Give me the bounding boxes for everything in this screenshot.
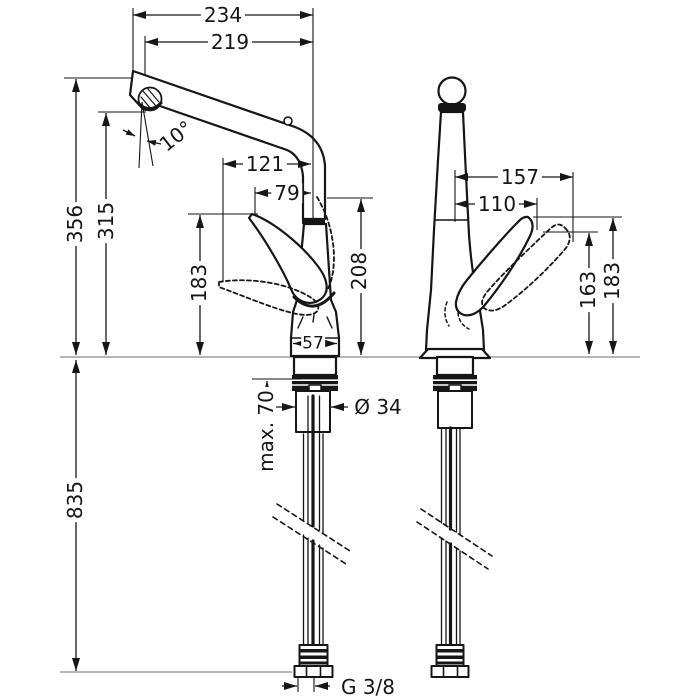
extension-lines: [64, 8, 622, 692]
dim-label-handle-reach-side-max: 157: [497, 167, 543, 187]
dim-label-handle-up-reach: 79: [271, 183, 303, 203]
front-handle: [247, 212, 328, 304]
dim-label-spout-reach: 219: [207, 32, 253, 52]
side-mount-neck: [435, 355, 475, 377]
side-hoses: [440, 426, 461, 647]
dim-label-spout-height: 315: [94, 198, 118, 244]
side-view-faucet: [416, 76, 571, 678]
front-handle-pivot: [292, 291, 336, 308]
side-handle-dashed: [444, 223, 571, 330]
front-aerator-icon: [137, 86, 163, 112]
dim-label-overall-width: 234: [200, 5, 246, 25]
dim-label-base-width: 57: [301, 333, 325, 354]
side-spout-outlet: [437, 76, 467, 106]
dim-label-handle-height-side: 163: [576, 267, 600, 313]
side-hose-break: [416, 508, 493, 570]
front-hose-break: [272, 503, 351, 565]
side-aerator-collar: [438, 103, 466, 112]
dim-label-connection-thread: G 3/8: [337, 677, 399, 697]
dim-label-handle-down-reach: 121: [242, 154, 288, 174]
front-thread-band: [292, 375, 338, 391]
front-select-button: [283, 116, 293, 126]
side-thread-band: [433, 375, 477, 391]
side-hose-connector: [430, 644, 470, 678]
dim-label-hose-length: 835: [63, 477, 87, 523]
dim-label-handle-height-side-max: 183: [600, 258, 624, 304]
front-handle-dashed: [218, 196, 335, 316]
front-mount-neck: [292, 355, 338, 377]
front-view-faucet: [128, 69, 351, 678]
front-joint: [302, 219, 325, 224]
dimension-lines: [72, 11, 617, 690]
dim-label-overall-height: 356: [63, 201, 87, 247]
side-handle: [454, 215, 534, 317]
dim-label-mounting-thickness: max. 70: [254, 387, 278, 475]
front-hose-connector: [293, 644, 334, 678]
front-hoses: [302, 394, 324, 647]
dim-label-handle-reach-side: 110: [474, 194, 520, 214]
dim-label-handle-height-front: 183: [187, 260, 211, 306]
dim-label-shank-diameter: Ø 34: [351, 397, 405, 417]
reference-lines: [60, 356, 640, 673]
side-shank: [437, 390, 473, 429]
dim-label-spout-underside-height: 208: [347, 248, 371, 294]
